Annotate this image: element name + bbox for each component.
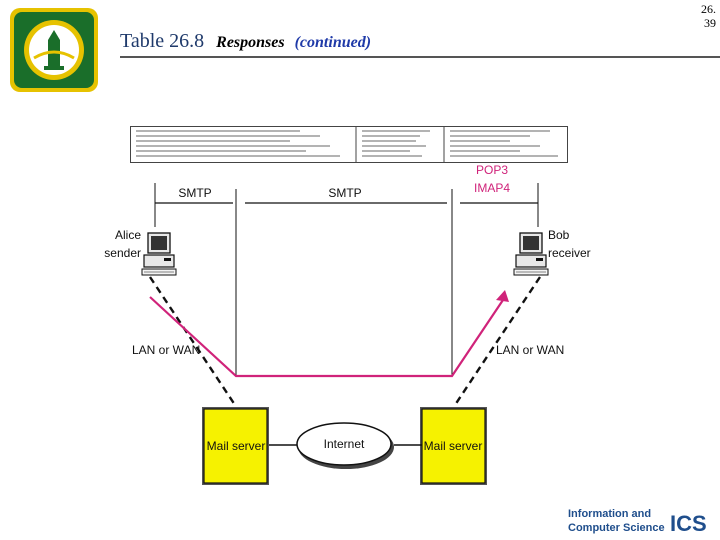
title-table-number: Table 26.8	[120, 30, 205, 52]
message-arrowhead	[496, 290, 509, 302]
responses-table-image	[130, 126, 568, 163]
mail-server-right-label: Mail server	[424, 439, 483, 453]
title-divider	[120, 56, 720, 58]
alice-role-label: sender	[104, 246, 141, 260]
slide-title: Table 26.8 Responses (continued)	[120, 30, 371, 53]
slide-number-bottom: 39	[704, 16, 716, 30]
internet-cloud	[296, 422, 392, 466]
footer-logo-line1: Information and	[568, 508, 651, 520]
title-responses: Responses	[216, 34, 285, 51]
smtp-left-label: SMTP	[178, 186, 211, 200]
alice-name-label: Alice	[115, 228, 141, 242]
slide-number: 26. 39	[694, 2, 716, 30]
internet-label: Internet	[324, 437, 365, 451]
alice-computer-icon	[141, 232, 177, 276]
message-path	[149, 296, 506, 378]
mail-server-right	[420, 407, 487, 485]
smtp-middle-label: SMTP	[328, 186, 361, 200]
pop3-label: POP3	[476, 165, 508, 177]
footer-logo-line2: Computer Science	[568, 522, 665, 534]
bob-role-label: receiver	[548, 246, 591, 260]
university-logo	[10, 8, 98, 92]
lan-left-label: LAN or WAN	[132, 343, 200, 357]
lan-right-label: LAN or WAN	[496, 343, 564, 357]
bob-computer-icon	[513, 232, 549, 276]
bob-lan-link	[454, 276, 541, 406]
footer-logo-mark: ICS	[670, 511, 707, 536]
mail-server-left	[202, 407, 269, 485]
alice-lan-link	[149, 276, 236, 406]
imap4-label: IMAP4	[474, 181, 510, 195]
bob-name-label: Bob	[548, 228, 570, 242]
title-continued: (continued)	[294, 34, 372, 51]
slide-number-top: 26.	[701, 2, 716, 16]
mail-server-left-label: Mail server	[207, 439, 266, 453]
ics-department-logo: Information and Computer Science ICS	[568, 508, 707, 536]
email-architecture-diagram: SMTP SMTP POP3 IMAP4 Alice sender Bob re…	[104, 165, 591, 485]
